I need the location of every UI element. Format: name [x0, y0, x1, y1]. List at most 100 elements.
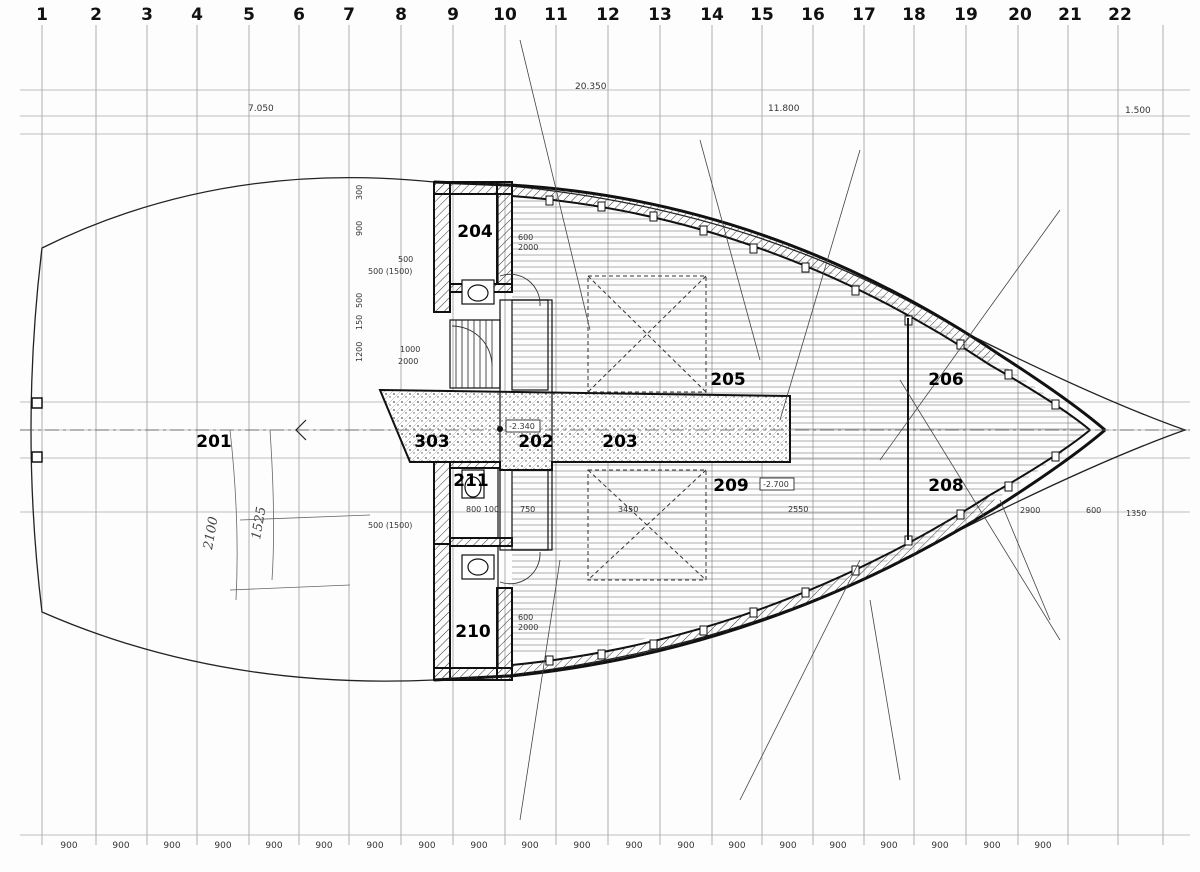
room-label-303: 303 — [414, 432, 450, 452]
west-markers — [31, 397, 43, 463]
bottom-dim: 900 — [60, 841, 77, 851]
bottom-dim: 900 — [983, 841, 1000, 851]
room-label-203: 203 — [602, 432, 638, 452]
room-labels: 201 202 203 204 205 206 208 209 210 211 … — [196, 222, 964, 642]
dim-text: 600 — [518, 613, 533, 622]
grid-label: 9 — [447, 5, 459, 25]
window-piers — [545, 195, 1060, 666]
dim-text: 2000 — [518, 623, 538, 632]
bottom-dim: 900 — [625, 841, 642, 851]
room-label-211: 211 — [453, 471, 489, 491]
bottom-dim: 900 — [829, 841, 846, 851]
bottom-dim: 900 — [931, 841, 948, 851]
grid-label: 11 — [544, 5, 568, 25]
grid-label: 16 — [801, 5, 825, 25]
grid-label: 18 — [902, 5, 926, 25]
handwritten-dim: 1525 — [249, 505, 270, 540]
dimension-annotations: 300 900 500 500 (1500) 500 150 1200 1000… — [355, 185, 1146, 632]
grid-label: 22 — [1108, 5, 1132, 25]
sketch-lines — [229, 429, 371, 601]
grid-label: 14 — [700, 5, 724, 25]
dim-text: 500 — [355, 293, 364, 308]
toilet-fixtures — [461, 279, 495, 580]
grid-label: 3 — [141, 5, 153, 25]
bottom-dim: 900 — [728, 841, 745, 851]
overall-dim-left: 7.050 — [248, 104, 274, 114]
dim-text: 2550 — [788, 505, 808, 514]
room-label-202: 202 — [518, 432, 554, 452]
bottom-dimension-chain: 900 900 900 900 900 900 900 900 900 900 … — [60, 841, 1051, 851]
dim-text: 1350 — [1126, 509, 1146, 518]
bottom-dim: 900 — [112, 841, 129, 851]
overall-dim-total: 20.350 — [575, 82, 607, 92]
dim-text: 600 — [518, 233, 533, 242]
level-nave: -2.700 — [763, 480, 789, 489]
cross-vertical-arm — [499, 299, 553, 551]
bottom-dim: 900 — [315, 841, 332, 851]
dim-text: 2000 — [398, 357, 418, 366]
door-swings — [451, 273, 541, 585]
overall-dimensions: 20.350 7.050 11.800 1.500 — [248, 82, 1151, 116]
room-label-210: 210 — [455, 622, 491, 642]
grid-label: 6 — [293, 5, 305, 25]
bottom-dim: 900 — [163, 841, 180, 851]
room-label-204: 204 — [457, 222, 493, 242]
dim-text: 2900 — [1020, 506, 1040, 515]
bottom-dim: 900 — [779, 841, 796, 851]
dim-text: 3450 — [618, 505, 638, 514]
handwritten-notes: 2100 1525 — [201, 505, 270, 551]
grid-label: 13 — [648, 5, 672, 25]
room-label-205: 205 — [710, 370, 746, 390]
grid-label: 7 — [343, 5, 355, 25]
bottom-dim: 900 — [470, 841, 487, 851]
room-label-201: 201 — [196, 432, 232, 452]
grid-label: 15 — [750, 5, 774, 25]
bottom-dim: 900 — [677, 841, 694, 851]
bottom-dim: 900 — [573, 841, 590, 851]
room-label-209: 209 — [713, 476, 749, 496]
grid-label: 12 — [596, 5, 620, 25]
grid-label: 2 — [90, 5, 102, 25]
room-label-206: 206 — [928, 370, 964, 390]
grid-label: 19 — [954, 5, 978, 25]
grid-label: 20 — [1008, 5, 1032, 25]
dim-text: 900 — [355, 221, 364, 236]
dim-text: 800 100 — [466, 505, 499, 514]
dim-text: 1200 — [355, 342, 364, 362]
ceiling-openings — [587, 275, 707, 581]
grid-label: 21 — [1058, 5, 1082, 25]
grid-label: 17 — [852, 5, 876, 25]
grid-label: 5 — [243, 5, 255, 25]
bottom-dim: 900 — [880, 841, 897, 851]
dim-text: 150 — [355, 315, 364, 330]
bottom-dim: 900 — [521, 841, 538, 851]
dim-text: 750 — [520, 505, 535, 514]
dim-text: 2000 — [518, 243, 538, 252]
bottom-dim: 900 — [265, 841, 282, 851]
room-label-208: 208 — [928, 476, 964, 496]
overall-dim-far-right: 1.500 — [1125, 106, 1151, 116]
entrance-arrow-icon — [295, 419, 307, 441]
dim-text: 500 (1500) — [368, 521, 412, 530]
grid-axis-labels: 1 2 3 4 5 6 7 8 9 10 11 12 13 14 15 16 1… — [36, 5, 1132, 25]
bottom-dim: 900 — [1034, 841, 1051, 851]
section-lines — [519, 39, 1061, 821]
dim-text: 500 — [398, 255, 413, 264]
bottom-dim: 900 — [214, 841, 231, 851]
grid-label: 4 — [191, 5, 203, 25]
overall-dim-right: 11.800 — [768, 104, 800, 114]
bottom-dim: 900 — [366, 841, 383, 851]
curved-wall-north — [433, 180, 1106, 432]
handwritten-dim: 2100 — [201, 515, 222, 551]
level-markers: -2.340 -2.700 — [497, 419, 795, 491]
grid-label: 8 — [395, 5, 407, 25]
bottom-dim: 900 — [418, 841, 435, 851]
nave-floor — [512, 200, 1090, 655]
level-center: -2.340 — [509, 422, 535, 431]
grid-label: 10 — [493, 5, 517, 25]
dim-text: 500 (1500) — [368, 267, 412, 276]
dim-text: 300 — [355, 185, 364, 200]
grid-label: 1 — [36, 5, 48, 25]
dim-text: 600 — [1086, 506, 1101, 515]
